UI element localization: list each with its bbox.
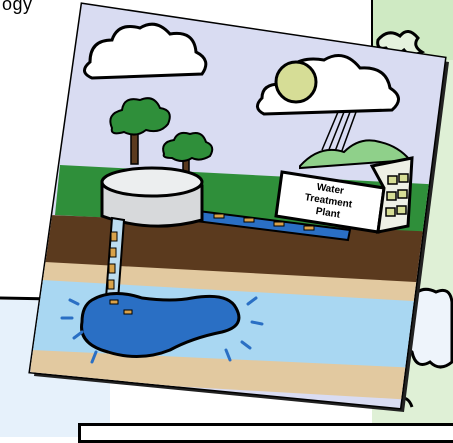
sun-icon — [276, 62, 316, 102]
storage-tank — [102, 168, 202, 226]
